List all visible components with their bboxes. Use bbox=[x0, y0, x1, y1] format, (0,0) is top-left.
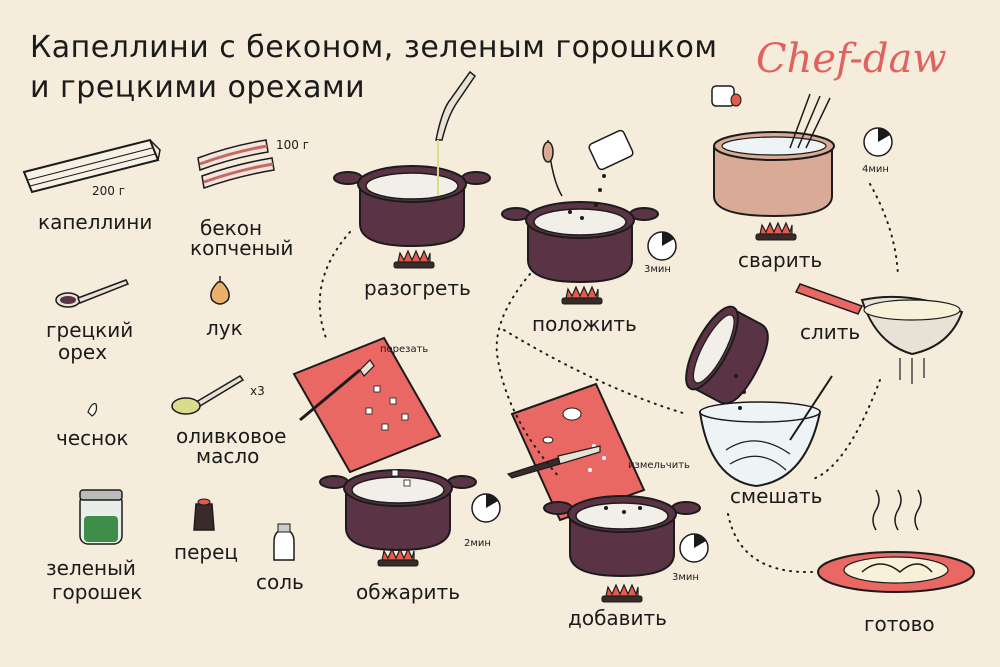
step-fry-label: обжарить bbox=[356, 580, 460, 604]
olive-oil-spoon-icon bbox=[171, 375, 245, 415]
plate-icon bbox=[817, 489, 975, 593]
burner-icon bbox=[377, 548, 419, 567]
timer-icon bbox=[679, 533, 709, 563]
garlic-icon bbox=[87, 403, 98, 417]
capellini-amount: 200 г bbox=[92, 184, 126, 198]
bacon-label-line2: копченый bbox=[190, 236, 294, 260]
heat-pot-icon bbox=[333, 70, 491, 247]
step-mince-note: измельчить bbox=[628, 460, 690, 471]
burner-icon bbox=[755, 222, 797, 241]
peas-label-line2: горошек bbox=[52, 580, 143, 604]
olive-oil-amount: x3 bbox=[250, 384, 265, 398]
boil-pot-icon bbox=[711, 85, 835, 218]
burner-icon bbox=[393, 250, 435, 269]
add-in-pot-icon bbox=[501, 129, 659, 283]
peas-label-line1: зеленый bbox=[46, 556, 136, 580]
bacon-amount: 100 г bbox=[276, 138, 310, 152]
walnut-spoon-icon bbox=[55, 279, 129, 308]
capellini-icon bbox=[22, 138, 161, 194]
salt-label: соль bbox=[256, 570, 304, 594]
walnut-label-line2: орех bbox=[58, 340, 108, 364]
olive-oil-label-line2: масло bbox=[196, 444, 260, 468]
peas-jar-icon bbox=[79, 489, 123, 545]
step-done-label: готово bbox=[864, 612, 935, 636]
burner-icon bbox=[601, 584, 643, 603]
tilted-pot-icon bbox=[685, 305, 769, 410]
timer-icon bbox=[863, 127, 893, 157]
pepper-label: перец bbox=[174, 540, 238, 564]
mix-bowl-icon bbox=[698, 375, 833, 488]
burner-icon bbox=[561, 286, 603, 305]
add-pot-icon bbox=[543, 495, 701, 577]
timer-icon bbox=[647, 231, 677, 261]
step-add-in-label: положить bbox=[532, 312, 637, 336]
step-drain-label: слить bbox=[800, 320, 861, 344]
pepper-grinder-icon bbox=[193, 498, 215, 531]
bacon-label-line1: бекон bbox=[200, 216, 263, 240]
brand-logo: Chef-daw bbox=[756, 36, 947, 82]
step-heat-label: разогреть bbox=[364, 276, 471, 300]
step-add-time: 3мин bbox=[672, 572, 699, 583]
step-chop-note: порезать bbox=[380, 344, 429, 355]
fry-pot-icon bbox=[319, 469, 477, 551]
olive-oil-label-line1: оливковое bbox=[176, 424, 287, 448]
salt-shaker-icon bbox=[273, 523, 295, 561]
bacon-icon bbox=[197, 139, 275, 190]
timer-icon bbox=[471, 493, 501, 523]
onion-icon bbox=[210, 276, 230, 305]
recipe-title-line2: и грецкими орехами bbox=[30, 70, 366, 105]
step-fry-time: 2мин bbox=[464, 538, 491, 549]
walnut-label-line1: грецкий bbox=[46, 318, 134, 342]
flow-arrows bbox=[318, 183, 899, 574]
garlic-label: чеснок bbox=[56, 426, 129, 450]
step-boil-time: 4мин bbox=[862, 164, 889, 175]
colander-icon bbox=[794, 283, 964, 384]
onion-label: лук bbox=[206, 316, 243, 340]
capellini-label: капеллини bbox=[38, 210, 153, 234]
step-add-in-time: 3мин bbox=[644, 264, 671, 275]
step-mix-label: смешать bbox=[730, 484, 823, 508]
step-add-label: добавить bbox=[568, 606, 667, 630]
cutting-board-icon bbox=[292, 336, 442, 474]
step-boil-label: сварить bbox=[738, 248, 823, 272]
recipe-title-line1: Капеллини с беконом, зеленым горошком bbox=[30, 30, 718, 65]
